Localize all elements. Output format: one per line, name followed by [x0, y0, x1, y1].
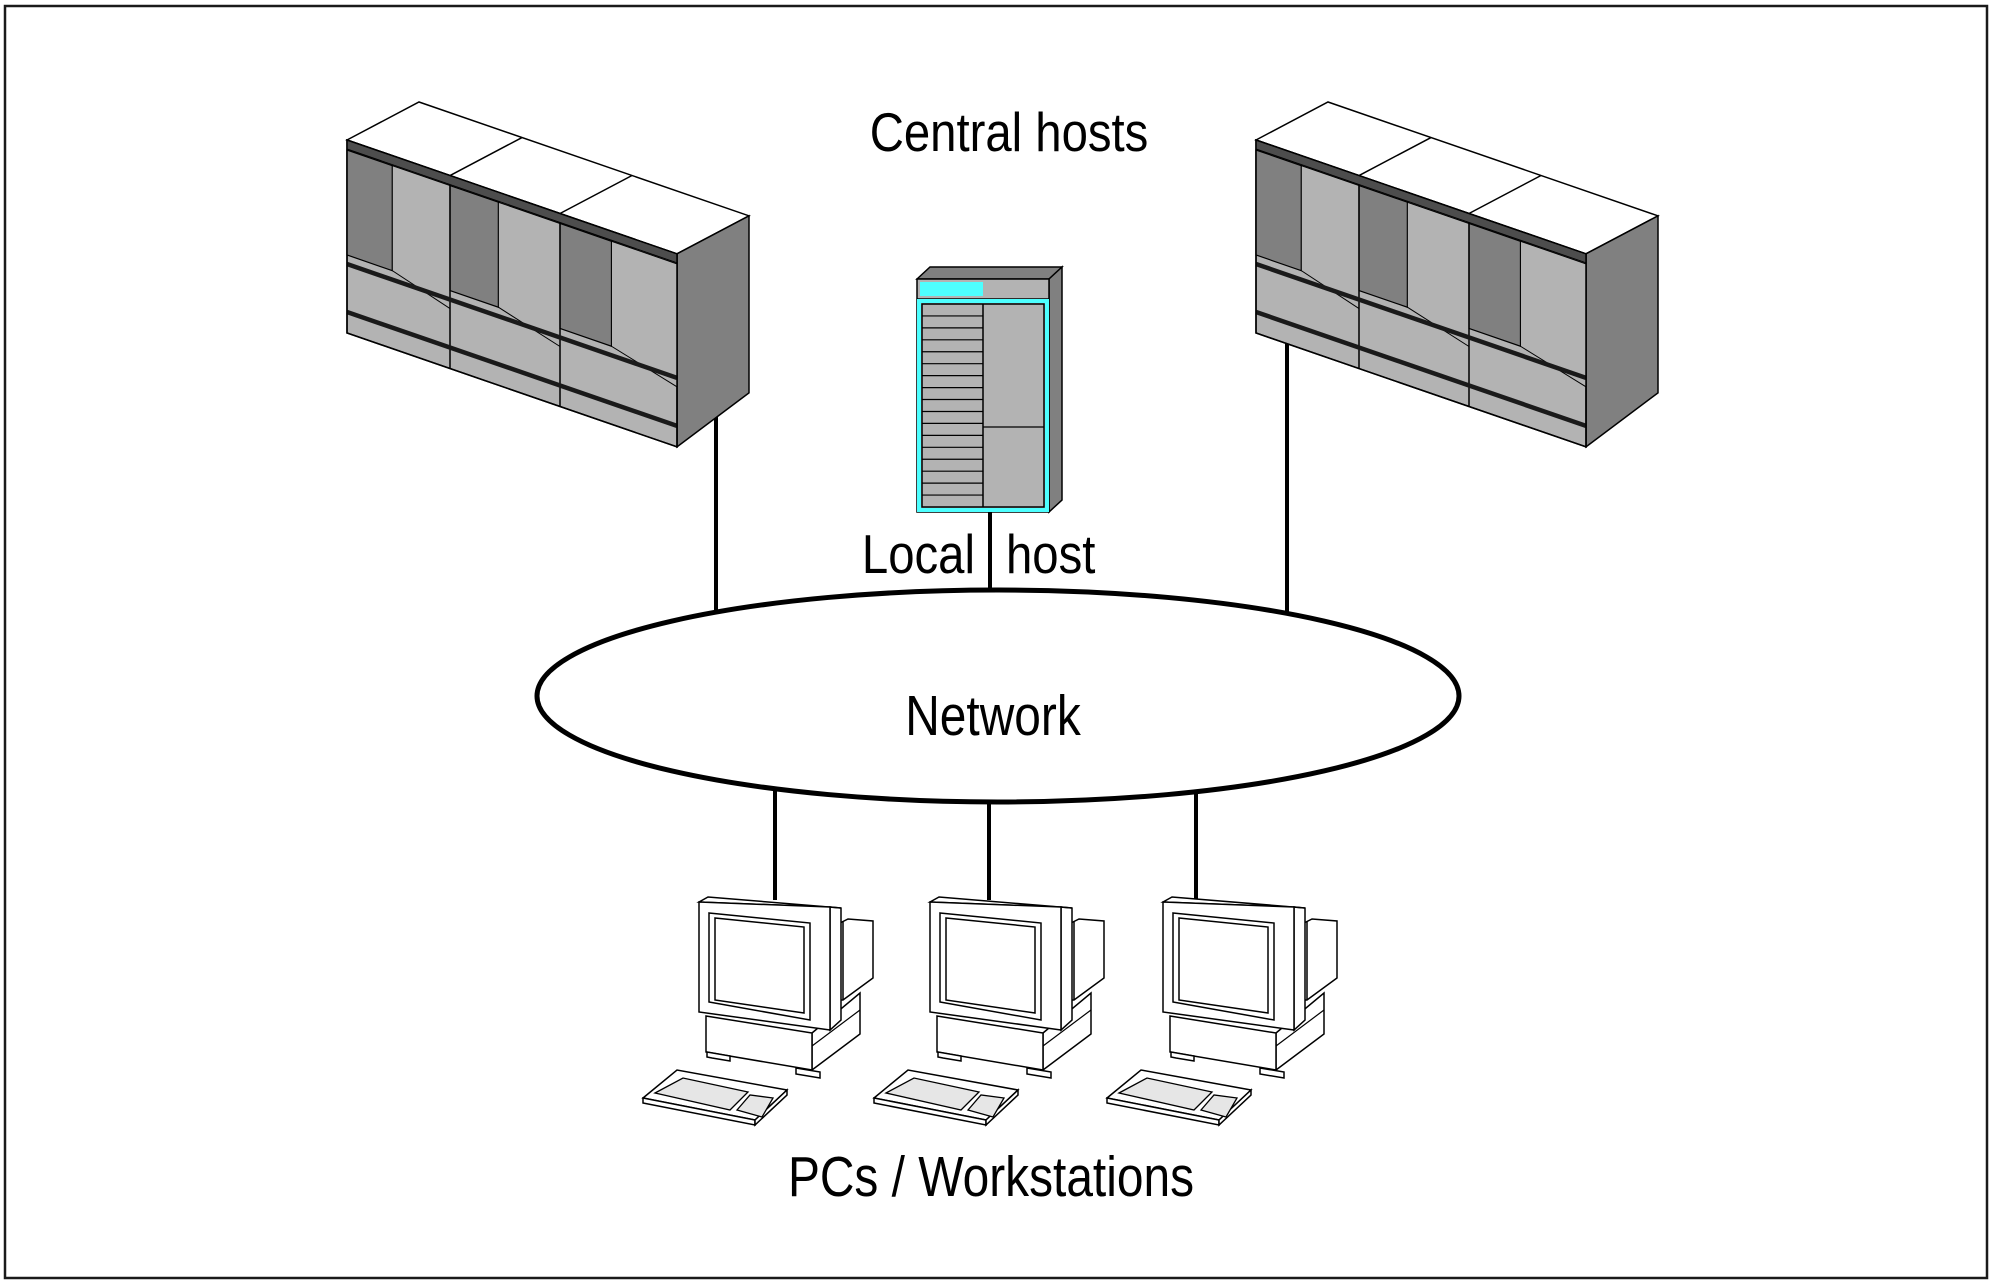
- host-stripe: [346, 261, 678, 380]
- tower-top-face: [915, 266, 1064, 280]
- base-groove: [811, 1009, 861, 1047]
- host-top-divider: [559, 174, 633, 215]
- workstation-pc: [641, 896, 874, 1127]
- host-top-divider: [1468, 174, 1542, 215]
- host-stripe: [1255, 261, 1587, 380]
- screen: [1178, 917, 1269, 1014]
- keyboard-numpad: [966, 1094, 1006, 1118]
- base-foot: [1026, 1067, 1052, 1079]
- local-host-server: [915, 265, 1064, 514]
- host-stripe: [346, 309, 678, 428]
- host-front-outline: [1255, 138, 1587, 448]
- host-top-divider: [1358, 136, 1432, 177]
- monitor-side: [1060, 906, 1073, 1032]
- tower-side-face: [1048, 265, 1063, 514]
- workstations-group: [641, 896, 1338, 1127]
- screen: [945, 917, 1036, 1014]
- base-groove: [1042, 1009, 1092, 1047]
- central-host-mainframe: [1254, 101, 1660, 449]
- base-foot: [937, 1051, 962, 1062]
- base-foot: [795, 1067, 821, 1079]
- central-host-mainframe: [345, 101, 751, 449]
- host-dark-panel: [1468, 222, 1522, 348]
- host-dark-panel: [346, 149, 393, 272]
- base-foot: [1259, 1067, 1285, 1079]
- host-front-outline: [346, 138, 678, 448]
- local-host-label-right: host: [1006, 524, 1095, 585]
- host-top-divider: [449, 136, 523, 177]
- keyboard-main-keys: [653, 1077, 750, 1111]
- base-foot: [1170, 1051, 1195, 1062]
- network-label: Network: [905, 684, 1081, 748]
- base-groove: [1275, 1009, 1325, 1047]
- monitor-side: [1293, 906, 1306, 1032]
- pcs-workstations-label: PCs / Workstations: [788, 1145, 1194, 1209]
- connection-cables: [714, 335, 1289, 900]
- host-dark-panel: [449, 184, 499, 309]
- host-stripe: [1255, 309, 1587, 428]
- host-dark-panel: [1255, 149, 1302, 272]
- monitor-side: [829, 906, 842, 1032]
- workstation-pc: [872, 896, 1105, 1127]
- keyboard-numpad: [1199, 1094, 1239, 1118]
- workstation-pc: [1105, 896, 1338, 1127]
- base-foot: [706, 1051, 731, 1062]
- keyboard-numpad: [735, 1094, 775, 1118]
- tower-accent-frame: [917, 299, 1049, 512]
- tower-accent-light: [920, 282, 983, 296]
- host-dark-panel: [559, 222, 613, 348]
- host-dark-panel: [1358, 184, 1409, 309]
- keyboard-main-keys: [1117, 1077, 1214, 1111]
- network-ellipse: [534, 587, 1462, 805]
- keyboard-main-keys: [884, 1077, 981, 1111]
- local-host-label-left: Local: [862, 524, 975, 585]
- screen: [714, 917, 805, 1014]
- central-hosts-label: Central hosts: [870, 102, 1149, 163]
